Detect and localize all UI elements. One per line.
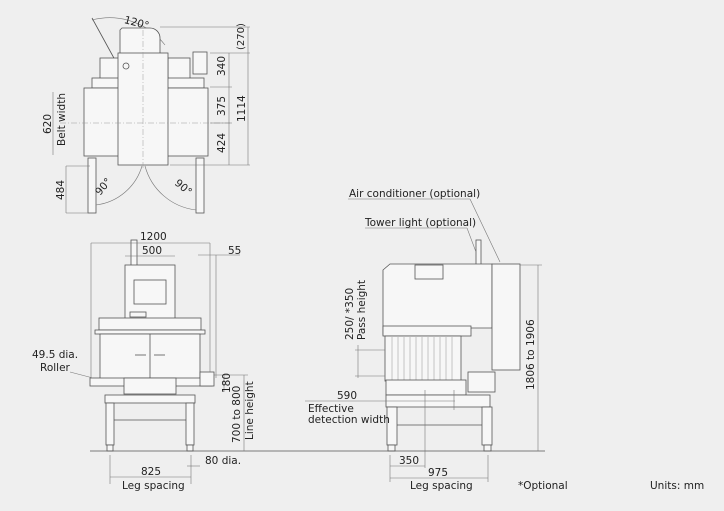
- control-vent: [192, 51, 208, 75]
- hood-open-lid: [91, 17, 116, 61]
- dim-620: 620: [42, 114, 54, 134]
- dim-350: 350: [399, 455, 419, 467]
- tower-light-label: Tower light (optional): [364, 217, 476, 229]
- side-view: Air conditioner (optional) Tower light (…: [300, 188, 545, 492]
- dim-500: 500: [142, 245, 162, 257]
- tower-light-side: [475, 239, 482, 266]
- dim-424: 424: [216, 133, 228, 153]
- top-right-block: [167, 57, 191, 81]
- angle-right-label: 90°: [172, 177, 194, 198]
- foot-dia: 80 dia.: [205, 455, 241, 467]
- air-conditioner-label: Air conditioner (optional): [349, 188, 480, 200]
- motor: [199, 371, 215, 387]
- line-height-value: 700 to 800: [231, 386, 243, 443]
- leg-spacing-value-side: 975: [428, 467, 448, 479]
- right-swing-arc: [144, 165, 197, 211]
- total-height: 1806 to 1906: [525, 319, 537, 390]
- dim-484: 484: [55, 180, 67, 200]
- front-view: 1200 500 55 49.5 dia. Roller 180 700 to …: [32, 231, 300, 492]
- roller-dia: 49.5 dia.: [32, 349, 78, 361]
- leg-spacing-label-side: Leg spacing: [410, 480, 473, 492]
- dim-1200: 1200: [140, 231, 167, 243]
- pass-height-value: 250/ *350: [344, 288, 356, 340]
- dim-1114: 1114: [236, 95, 248, 122]
- detection-width-value: 590: [337, 390, 357, 402]
- tunnel-curtain: [384, 335, 462, 382]
- top-left-block: [99, 57, 121, 81]
- optional-note: *Optional: [518, 480, 568, 492]
- roller-label: Roller: [40, 362, 71, 374]
- touch-screen: [133, 279, 167, 305]
- leg-spacing-label-front: Leg spacing: [122, 480, 185, 492]
- tower-light: [130, 239, 138, 267]
- belt-width-label: Belt width: [56, 93, 68, 146]
- dim-375: 375: [216, 96, 228, 116]
- indicator-panel: [414, 264, 444, 280]
- line-height-label: Line height: [244, 381, 256, 440]
- leg-spacing-value-front: 825: [141, 466, 161, 478]
- dim-340: 340: [216, 56, 228, 76]
- detection-width-label-2: detection width: [308, 414, 390, 426]
- top-view: 120° (270) 340 375 424 1114 620 Belt wid…: [42, 14, 250, 214]
- dim-55: 55: [228, 245, 241, 257]
- control-vent-side: [467, 371, 496, 393]
- left-swing-arc: [95, 165, 143, 206]
- detection-width-label-1: Effective: [308, 403, 354, 415]
- dim-270: (270): [236, 23, 247, 50]
- air-conditioner: [491, 263, 521, 371]
- units-note: Units: mm: [650, 480, 704, 492]
- pass-height-label: Pass height: [356, 280, 368, 340]
- hood-top: [119, 27, 161, 55]
- dim-180: 180: [221, 373, 233, 393]
